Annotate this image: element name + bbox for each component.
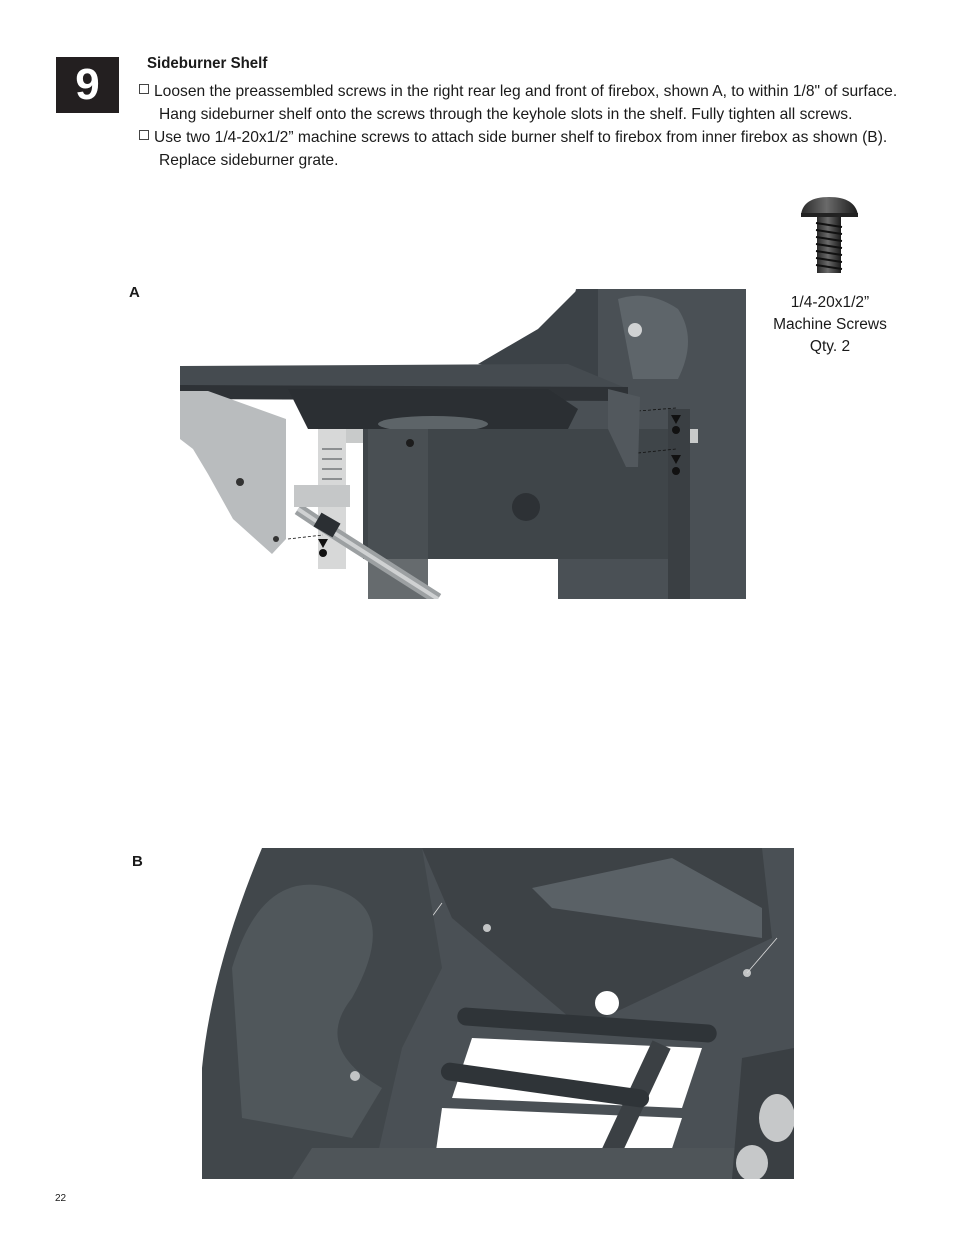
step-title: Sideburner Shelf (147, 55, 268, 72)
machine-screw-icon (801, 197, 858, 273)
checkbox-icon (139, 130, 149, 140)
hardware-caption: 1/4-20x1/2” Machine Screws Qty. 2 (766, 292, 894, 358)
figure-a-illustration (178, 289, 746, 599)
figure-b-label: B (132, 853, 143, 870)
checkbox-icon (139, 84, 149, 94)
hardware-spec: 1/4-20x1/2” (790, 294, 870, 311)
instruction-1-line1: Loosen the preassembled screws in the ri… (154, 83, 898, 100)
hardware-qty: Qty. 2 (809, 338, 851, 355)
instruction-2-line2: Replace sideburner grate. (159, 152, 339, 169)
instruction-1: Loosen the preassembled screws in the ri… (139, 80, 929, 126)
step-number-badge: 9 (56, 57, 119, 113)
figure-a-label: A (129, 284, 140, 301)
screw-location-markers (287, 407, 681, 557)
figure-b-illustration (202, 848, 794, 1179)
instruction-2-line1: Use two 1/4-20x1/2” machine screws to at… (154, 129, 888, 146)
hardware-name: Machine Screws (773, 316, 887, 333)
step-number: 9 (75, 60, 100, 109)
page-number: 22 (55, 1193, 67, 1204)
instruction-1-line2: Hang sideburner shelf onto the screws th… (159, 106, 853, 123)
instruction-2: Use two 1/4-20x1/2” machine screws to at… (139, 126, 929, 172)
